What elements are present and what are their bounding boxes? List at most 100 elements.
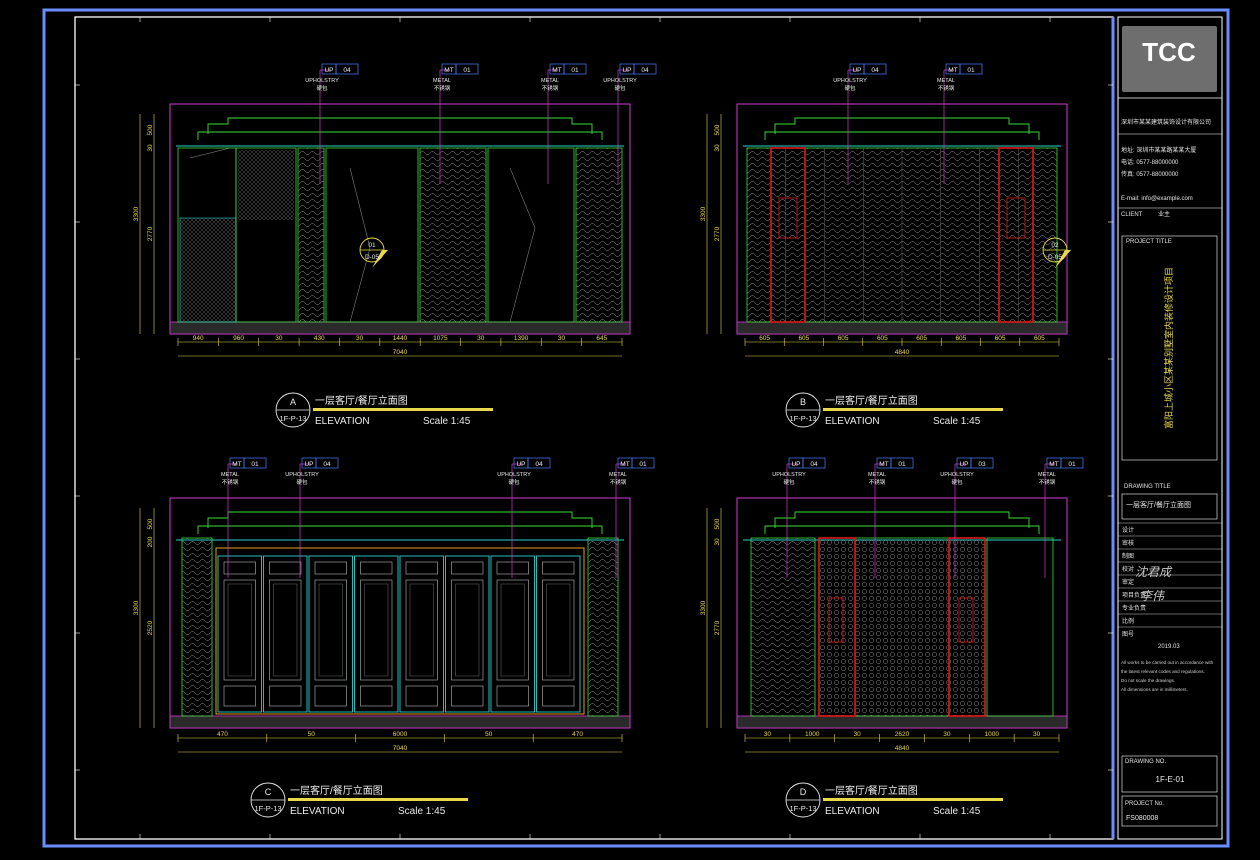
dimension-value: 2620 — [895, 731, 910, 738]
dimension-value: 960 — [233, 335, 244, 342]
tag-material-cn: 硬包 — [508, 478, 520, 486]
view-letter: C — [265, 787, 272, 797]
dimension-value: 470 — [572, 731, 583, 738]
view-letter: B — [800, 397, 806, 407]
floor-band — [169, 321, 631, 335]
company-name: 深圳市某某建筑装饰设计有限公司 — [1121, 118, 1211, 126]
dimension-value: 3300 — [133, 206, 140, 221]
title-block-row: 比例 — [1122, 617, 1134, 625]
tag-material: METAL — [433, 78, 451, 84]
drawing-no-label: DRAWING NO. — [1125, 759, 1166, 765]
phone-line: 电话: 0577-88000000 — [1121, 158, 1179, 166]
ceiling-moulding — [774, 511, 1030, 528]
title-block-row: 专业负责 — [1122, 604, 1146, 612]
tag-code: UP — [852, 67, 861, 74]
tag-num-box — [243, 457, 267, 469]
upholstery-panel — [575, 147, 623, 323]
dimension-value: 1440 — [393, 335, 408, 342]
dimension-value: 1000 — [805, 731, 820, 738]
view-label: ELEVATION — [315, 416, 370, 427]
view-letter: D — [800, 787, 807, 797]
dimension-value: 605 — [877, 335, 888, 342]
dimension-value: 605 — [955, 335, 966, 342]
door-lattice-inner — [273, 583, 298, 677]
general-note: All works to be carried out in accordanc… — [1121, 660, 1214, 665]
project-title-label: PROJECT TITLE — [1126, 239, 1172, 245]
dimension-value: 1075 — [433, 335, 448, 342]
dimension-value: 30 — [943, 731, 951, 738]
door-kick-panel — [451, 685, 484, 707]
tag-num-box — [802, 457, 826, 469]
signature-1: 沈君成 — [1135, 565, 1173, 579]
tag-num-box — [631, 457, 655, 469]
view-reference: 1F-P-13 — [789, 804, 816, 813]
tag-material: UPHOLSTRY — [833, 78, 867, 84]
view-scale: Scale 1:45 — [398, 806, 446, 817]
title-block-row: 校对 — [1122, 565, 1134, 573]
title-underline — [288, 798, 468, 801]
tag-material: UPHOLSTRY — [285, 472, 319, 478]
callout-arrow — [1055, 250, 1071, 268]
door-leaf — [490, 555, 535, 713]
dimension-total: 4840 — [895, 745, 910, 752]
tag-number: 01 — [898, 461, 906, 468]
dimension-value: 3300 — [700, 600, 707, 615]
dimension-value: 645 — [596, 335, 607, 342]
view-name: 一层客厅/餐厅立面图 — [315, 394, 408, 407]
door-kick-panel — [314, 685, 347, 707]
dimension-value: 1000 — [984, 731, 999, 738]
door-lattice — [542, 579, 575, 681]
drawing-title: 一层客厅/餐厅立面图 — [1126, 500, 1191, 509]
door-kick-panel — [360, 685, 393, 707]
tag-number: 01 — [639, 461, 647, 468]
door-leaf — [445, 555, 490, 713]
screen-panel — [238, 150, 294, 220]
tag-code: MT — [620, 461, 629, 468]
tag-material-cn: 硬包 — [783, 478, 795, 486]
callout-sheet: D-05 — [1048, 254, 1062, 261]
tag-num-box — [959, 63, 983, 75]
door-frame — [215, 547, 585, 715]
floor-band — [169, 715, 631, 729]
tag-material: METAL — [221, 472, 239, 478]
title-block-row: 审核 — [1122, 539, 1134, 547]
tag-material-cn: 不锈钢 — [542, 84, 559, 92]
door-leaf — [308, 555, 353, 713]
dimension-value: 605 — [759, 335, 770, 342]
door-leaf — [263, 555, 308, 713]
section-callout: 01D-05 — [359, 237, 388, 268]
tag-num-box — [315, 457, 339, 469]
view-scale: Scale 1:45 — [423, 416, 471, 427]
door-lattice-inner — [409, 583, 434, 677]
dimension-value: 430 — [314, 335, 325, 342]
dimension-value: 6000 — [393, 731, 408, 738]
view-label: ELEVATION — [825, 416, 880, 427]
ceiling-cornice — [197, 131, 603, 140]
dimension-value: 30 — [714, 144, 721, 152]
dimension-value: 30 — [356, 335, 364, 342]
door-kick-panel — [223, 685, 256, 707]
door-kick-panel — [496, 685, 529, 707]
view-reference: 1F-P-13 — [279, 414, 306, 423]
date-value: 2019.03 — [1158, 644, 1180, 650]
door-leaf — [217, 555, 262, 713]
dimension-value: 30 — [854, 731, 862, 738]
tag-material-cn: 不锈钢 — [869, 478, 886, 486]
tag-material-cn: 硬包 — [296, 478, 308, 486]
sheet-outer-frame — [42, 8, 1230, 848]
door-opening — [986, 537, 1054, 717]
tag-code: UP — [304, 461, 313, 468]
door-lattice — [405, 579, 438, 681]
tag-code: UP — [516, 461, 525, 468]
dimension-value: 500 — [714, 124, 721, 135]
view-name: 一层客厅/餐厅立面图 — [290, 784, 383, 797]
floor-band — [736, 715, 1068, 729]
